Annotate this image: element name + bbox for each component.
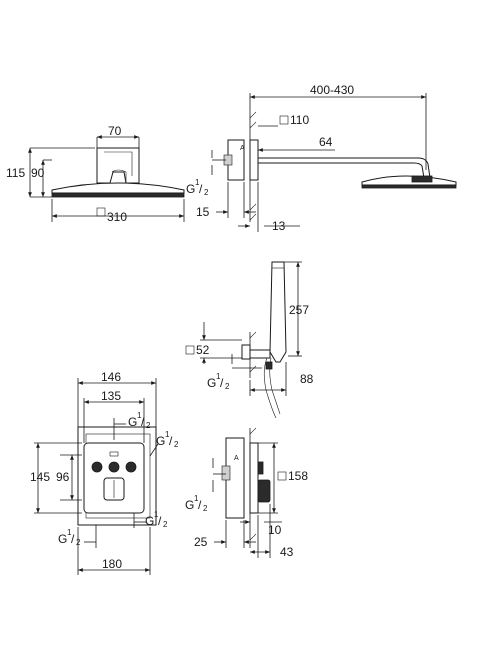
thread-head-num: 1 [195,178,200,187]
thermostat-side-view: A G 1 / 2 158 25 10 43 [185,427,308,559]
dim-arm-offset: 64 [319,135,333,149]
dim-hand-shower-length: 257 [289,303,309,317]
thread-bottom-right-letter: G [145,514,154,528]
dim-plate-height-inner: 96 [56,470,70,484]
thread-right-num: 1 [165,430,170,439]
thread-side-num: 1 [194,494,199,503]
thread-bottom-right-slash: / [158,514,162,528]
button-2-icon [108,461,120,473]
thread-side-letter: G [185,498,194,512]
dim-head-height-outer: 115 [6,166,25,180]
thread-top-letter: G [128,415,137,429]
thread-bottom-left-letter: G [58,532,67,546]
thread-bottom-right-den: 2 [163,520,168,529]
brand-mark-thermostat [109,451,119,457]
thread-side-den: 2 [203,504,208,513]
dim-side-plate-size: 158 [288,469,308,483]
dim-plate-height-outer: 145 [30,470,50,484]
button-3-icon [125,461,137,473]
thread-hand-slash: / [220,376,224,390]
dim-plate-size: 110 [290,113,309,127]
dim-head-width-top: 70 [108,124,122,138]
thread-head-slash: / [199,182,203,196]
head-front-view: 70 115 90 310 [6,124,185,224]
thread-hand-letter: G [207,376,216,390]
dim-head-diameter: 310 [107,210,127,224]
thread-right-letter: G [156,434,165,448]
dim-head-plate-depth: 13 [272,219,286,233]
thread-top-num: 1 [137,411,142,420]
thread-side-slash: / [198,498,202,512]
thread-bottom-left-num: 1 [67,528,72,537]
thread-hand-den: 2 [225,382,230,391]
dim-holder-size: 52 [196,343,210,357]
dim-arm-reach: 400-430 [310,83,354,97]
thread-hand-num: 1 [216,372,221,381]
button-1-icon [91,461,103,473]
dim-box-outer-width: 146 [101,370,121,384]
thread-top-den: 2 [146,421,151,430]
thread-top-slash: / [141,415,145,429]
brand-mark-head: A [240,145,245,152]
brand-mark-thermostat-side: A [234,455,239,462]
dim-side-projection: 43 [280,545,294,559]
dim-head-height-inner: 90 [31,166,45,180]
dim-side-wall-depth: 25 [194,535,208,549]
thread-bottom-left-den: 2 [76,538,81,547]
dim-head-wall-depth: 15 [196,205,210,219]
dim-side-cover-depth: 10 [268,523,282,537]
hand-shower-view: 257 52 G 1 / 2 88 [185,261,314,419]
thread-right-den: 2 [174,440,179,449]
head-side-view: A 400-430 110 64 G 1 / 2 15 [186,83,457,233]
thread-head-letter: G [186,182,195,196]
dim-hand-projection: 88 [300,372,314,386]
thread-bottom-right-num: 1 [154,510,159,519]
dim-box-bottom-width: 180 [102,557,122,571]
dim-box-inner-width: 135 [101,389,121,403]
thread-head-den: 2 [204,188,209,197]
thread-right-slash: / [169,434,173,448]
thermostat-front-view: 146 135 G 1 / 2 G 1 / 2 145 96 G 1 / 2 G… [30,370,179,575]
thread-bottom-left-slash: / [71,532,75,546]
